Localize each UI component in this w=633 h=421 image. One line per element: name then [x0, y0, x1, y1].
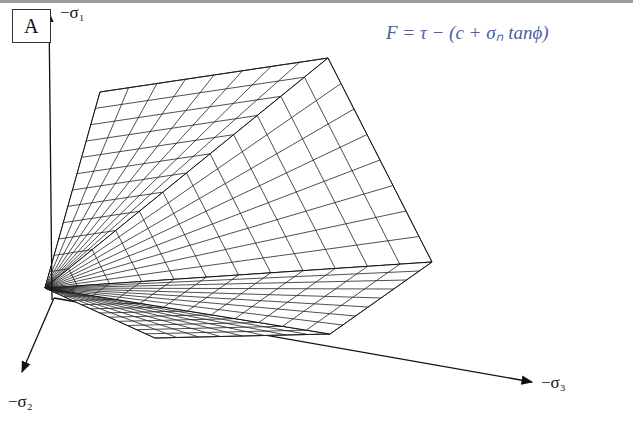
mesh-line: [45, 280, 407, 288]
surface-face: [45, 58, 432, 288]
surface-face: [45, 262, 432, 334]
axis-label: −σ₃: [541, 373, 566, 393]
top-rule: [0, 0, 633, 3]
panel-letter-box: A: [12, 9, 51, 43]
mesh-line: [45, 288, 343, 325]
mesh-line: [45, 288, 356, 316]
yield-function: F = τ − (c + σₙ tanϕ): [386, 22, 549, 44]
mesh-line: [45, 288, 394, 289]
axis-label: −σ₁: [60, 3, 85, 23]
axis-label: −σ₂: [8, 392, 33, 412]
panel-letter: A: [24, 15, 39, 37]
mesh-line: [45, 288, 381, 298]
mesh-line: [45, 288, 368, 307]
face-outline: [45, 262, 432, 334]
mesh-line: [45, 84, 341, 289]
mesh-line: [45, 109, 354, 288]
mesh-line: [45, 271, 419, 288]
sigma1-axis: [49, 12, 52, 300]
face-outline: [45, 58, 432, 288]
mesh-line: [45, 135, 367, 289]
sigma2-axis: [22, 298, 54, 372]
